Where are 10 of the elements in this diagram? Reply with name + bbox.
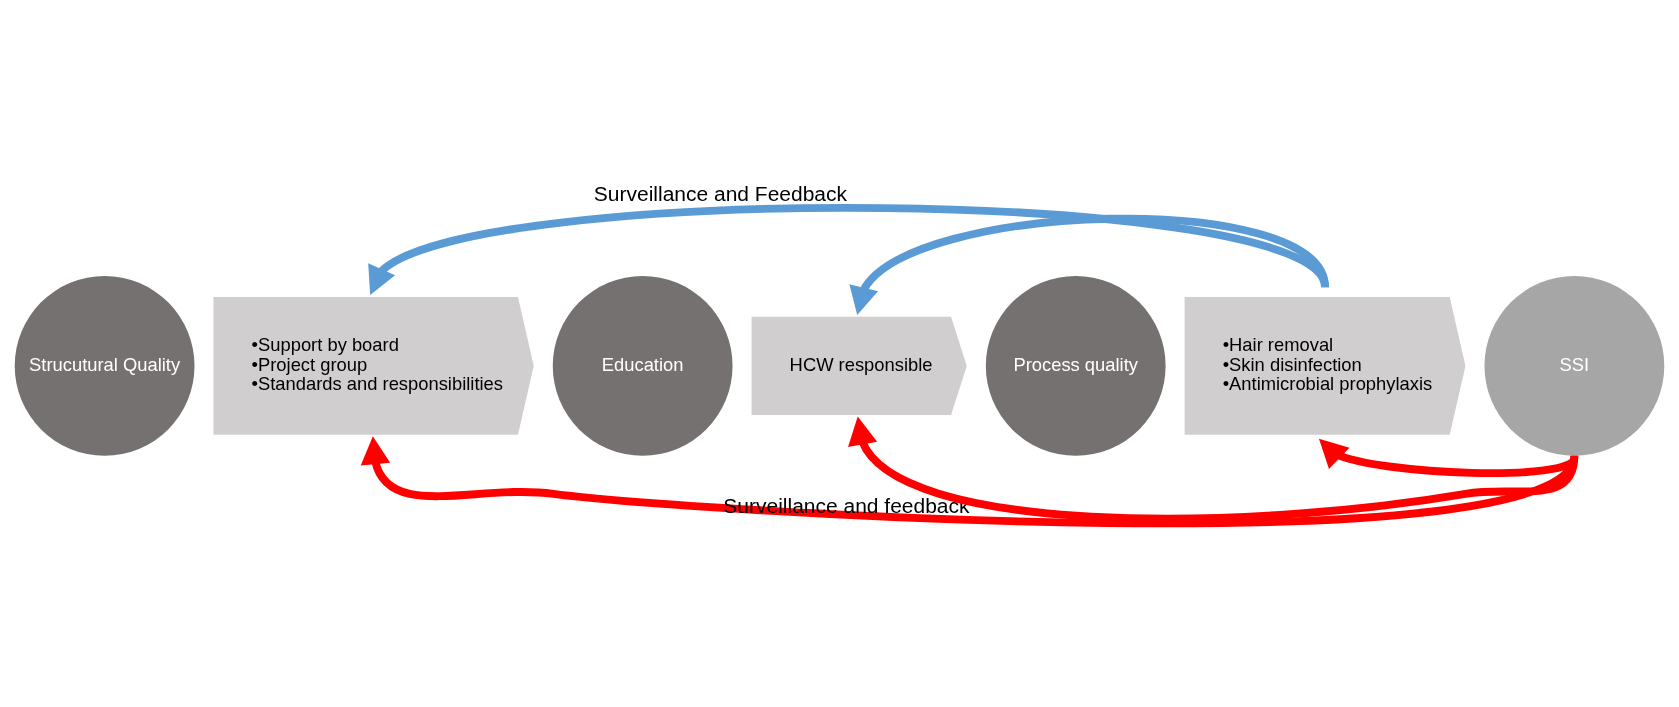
arrow bbox=[368, 203, 1329, 295]
arrow bbox=[1318, 438, 1578, 477]
node-circle: Education bbox=[552, 275, 733, 456]
arrow bbox=[848, 416, 1579, 522]
arrow bbox=[849, 214, 1329, 315]
node-circle: SSI bbox=[1484, 275, 1665, 456]
edge-label: Surveillance and Feedback bbox=[593, 181, 848, 205]
node-circle: Process quality bbox=[985, 275, 1166, 456]
node-circle: Strucutural Quality bbox=[14, 275, 195, 456]
arrow bbox=[360, 435, 1578, 527]
